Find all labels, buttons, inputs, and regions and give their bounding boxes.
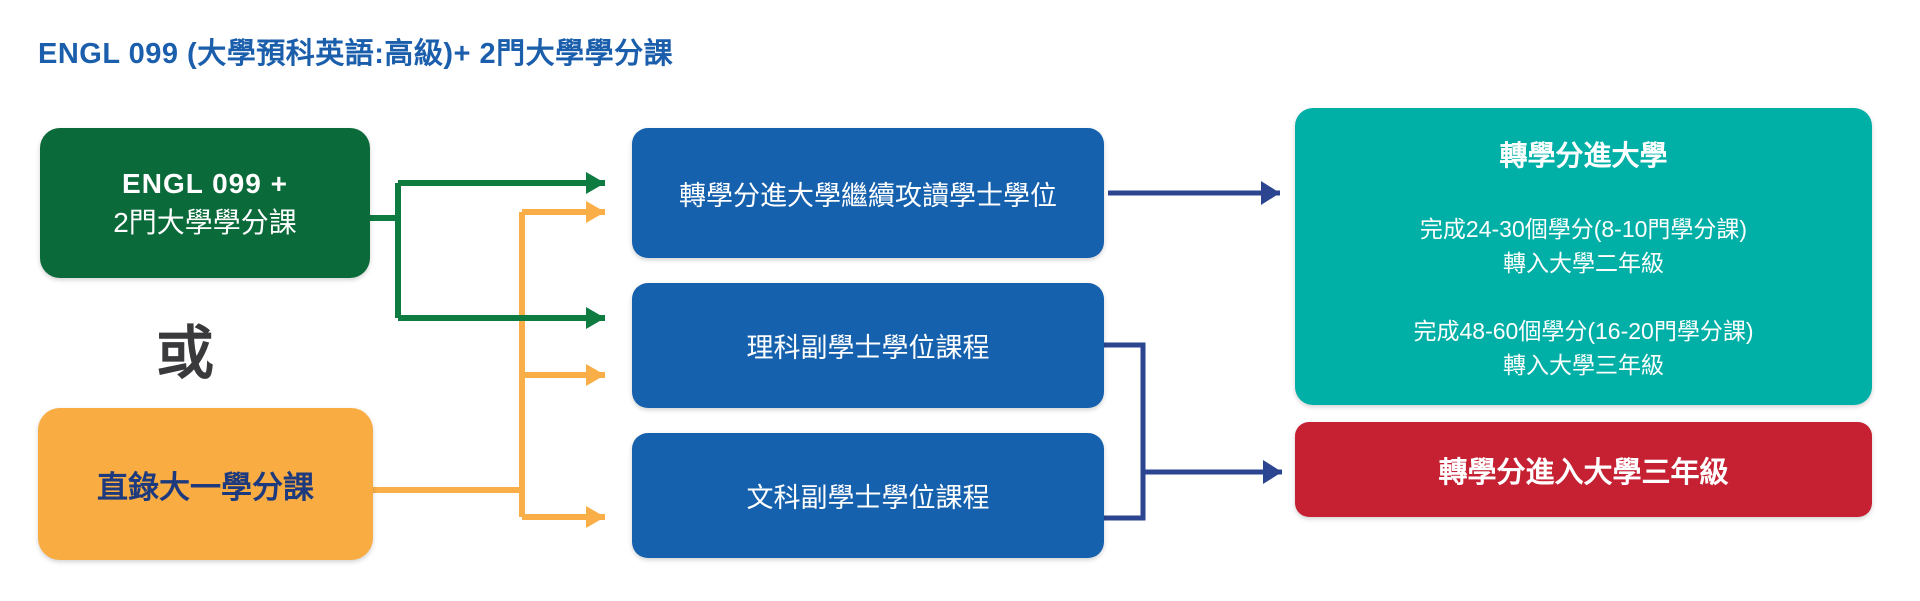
direct-entry-box-label: 直錄大一學分課	[97, 469, 314, 505]
program-associate-arts-box: 文科副學士學位課程	[632, 433, 1104, 558]
page-title: ENGL 099 (大學預科英語:高級)+ 2門大學學分課	[38, 38, 674, 70]
outcome-credits-48-60-line2: 轉入大學三年級	[1503, 352, 1664, 378]
yellow-connector-trunk	[373, 212, 525, 517]
program-associate-science-label: 理科副學士學位課程	[746, 333, 990, 363]
outcome-transfer-university-title: 轉學分進大學	[1499, 140, 1668, 171]
or-label: 或	[155, 321, 214, 386]
outcome-transfer-university-box: 轉學分進大學 完成24-30個學分(8-10門學分課) 轉入大學二年級 完成48…	[1295, 108, 1872, 405]
outcome-credits-24-30: 完成24-30個學分(8-10門學分課) 轉入大學二年級	[1420, 212, 1747, 280]
engl-099-box: ENGL 099 + 2門大學學分課	[40, 128, 370, 278]
outcome-transfer-year3-box: 轉學分進入大學三年級	[1295, 422, 1872, 517]
outcome-credits-24-30-line1: 完成24-30個學分(8-10門學分課)	[1419, 216, 1748, 242]
outcome-transfer-year3-label: 轉學分進入大學三年級	[1438, 456, 1729, 489]
navy-connector-associate-bracket	[1104, 342, 1146, 521]
program-transfer-bachelor-box: 轉學分進大學繼續攻讀學士學位	[632, 128, 1104, 258]
green-connector-trunk	[368, 183, 401, 318]
outcome-credits-48-60-line1: 完成48-60個學分(16-20門學分課)	[1413, 318, 1754, 344]
program-transfer-bachelor-label: 轉學分進大學繼續攻讀學士學位	[679, 180, 1057, 211]
engl-099-box-line2: 2門大學學分課	[113, 207, 297, 238]
program-associate-science-box: 理科副學士學位課程	[632, 283, 1104, 408]
direct-entry-box: 直錄大一學分課	[38, 408, 373, 560]
program-associate-arts-label: 文科副學士學位課程	[746, 483, 990, 513]
outcome-credits-24-30-line2: 轉入大學二年級	[1503, 250, 1664, 276]
outcome-credits-48-60: 完成48-60個學分(16-20門學分課) 轉入大學三年級	[1414, 314, 1754, 382]
engl-099-box-line1: ENGL 099 +	[122, 168, 288, 199]
